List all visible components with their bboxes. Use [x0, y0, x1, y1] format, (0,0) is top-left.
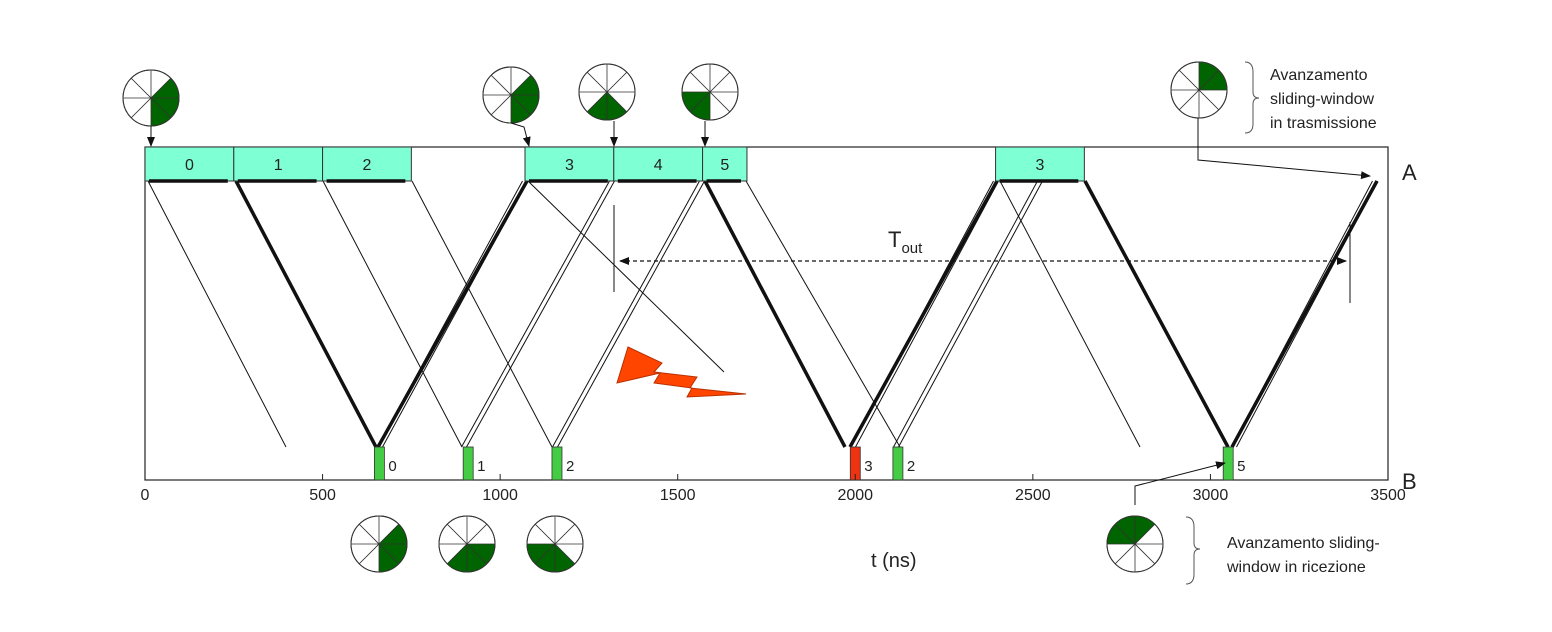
frame-box [144, 146, 235, 182]
axis-tick-label: 3000 [1193, 487, 1229, 504]
frames-row: 0 1 2 3 4 5 3 [144, 146, 1085, 183]
tx-window-indicator [681, 63, 739, 121]
trace-line [382, 180, 528, 448]
trace-line [1230, 180, 1379, 448]
axis-tick-label: 1000 [482, 487, 518, 504]
trace-line [1231, 180, 1373, 448]
frame-box [322, 146, 412, 182]
trace-line [461, 180, 610, 448]
rx-note: Avanzamento sliding- window in ricezione [1226, 535, 1384, 576]
trace-line [1236, 180, 1378, 448]
tx-note-brace [1244, 61, 1260, 134]
trace-line [527, 180, 725, 373]
tx-window-indicator [1170, 61, 1228, 119]
trace-line [377, 180, 523, 448]
rx-window-indicator [1106, 515, 1164, 573]
acks-row: 0 1 2 3 2 5 [373, 446, 1246, 481]
frame-label: 5 [720, 157, 729, 174]
ack-label: 3 [864, 458, 872, 475]
trace-line [376, 180, 529, 448]
error-lightning-icon [616, 346, 747, 398]
frame-label: 1 [274, 157, 283, 174]
time-axis: 0 500 1000 1500 2000 2500 3000 3500 [141, 474, 1406, 504]
trace-line [855, 180, 999, 448]
tout-label: Tout [888, 227, 923, 257]
trace-line [557, 180, 705, 448]
frame-box [613, 146, 704, 182]
trace-line [234, 180, 378, 448]
axis-label: t (ns) [871, 550, 917, 572]
rx-note-brace [1185, 516, 1201, 585]
axis-tick-label: 2500 [1015, 487, 1051, 504]
trace-line [411, 180, 553, 448]
axis-tick-label: 1500 [660, 487, 696, 504]
ack-box [551, 446, 563, 481]
frame-label: 2 [363, 157, 372, 174]
rx-window-pointer [1134, 461, 1226, 505]
axis-tick-label: 500 [309, 487, 336, 504]
tx-note: Avanzamento sliding-window in trasmissio… [1270, 67, 1379, 132]
trace-line [322, 180, 463, 448]
trace-line [898, 180, 1043, 448]
trace-line [703, 180, 847, 448]
ack-label: 2 [566, 458, 574, 475]
tx-window-pointer [510, 122, 531, 147]
tx-window-pointer [1197, 118, 1371, 180]
axis-tick-label: 2000 [837, 487, 873, 504]
station-a-label: A [1402, 160, 1417, 185]
axis-tick-label: 0 [141, 487, 150, 504]
tx-window-indicator [482, 66, 540, 124]
trace-lines [147, 180, 1379, 448]
axis-tick-label: 3500 [1370, 487, 1406, 504]
tx-window-indicator [122, 69, 180, 127]
frame-box [702, 146, 748, 182]
frame-label: 4 [654, 157, 663, 174]
tx-window-indicator [578, 63, 636, 121]
ack-box [462, 446, 474, 481]
rx-window-indicator [526, 515, 584, 573]
plot-frame [144, 146, 1389, 481]
ack-label: 1 [477, 458, 485, 475]
ack-label: 5 [1237, 458, 1245, 475]
frame-label: 3 [565, 157, 574, 174]
frame-box [995, 146, 1085, 182]
trace-line [552, 180, 700, 448]
trace-line [850, 180, 994, 448]
ack-label: 0 [388, 458, 396, 475]
trace-line [999, 180, 1141, 448]
sliding-window-indicators [122, 61, 1371, 573]
trace-line [1083, 180, 1230, 448]
station-b-label: B [1402, 469, 1417, 494]
rx-window-indicator [350, 515, 408, 573]
frame-label: 3 [1036, 157, 1045, 174]
ack-label: 2 [907, 458, 915, 475]
trace-line [147, 180, 287, 448]
trace-line [466, 180, 615, 448]
rx-window-indicator [438, 515, 496, 573]
ack-box [892, 446, 904, 481]
trace-line [893, 180, 1038, 448]
ack-box [373, 446, 385, 481]
frame-label: 0 [185, 157, 194, 174]
